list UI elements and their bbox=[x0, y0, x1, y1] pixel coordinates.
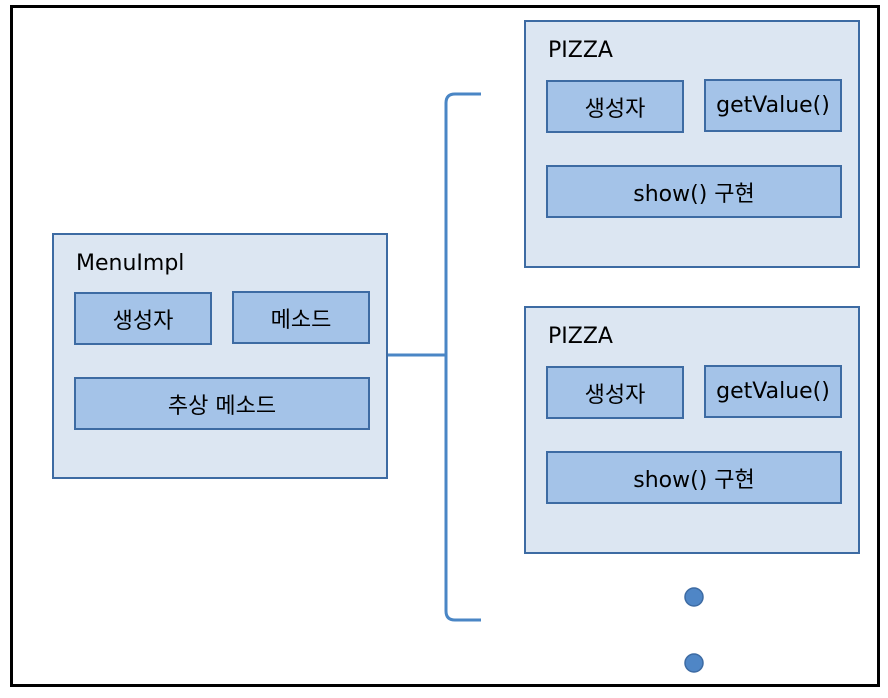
menuimpl-panel: MenuImpl bbox=[52, 233, 388, 479]
pizza-constructor-box: 생성자 bbox=[546, 366, 684, 419]
menuimpl-constructor-box: 생성자 bbox=[74, 292, 212, 345]
pizza-panel: PIZZA bbox=[524, 20, 860, 268]
pizza-getvalue-box: getValue() bbox=[704, 365, 842, 418]
menuimpl-title: MenuImpl bbox=[76, 251, 185, 276]
pizza-title: PIZZA bbox=[548, 38, 613, 63]
pizza-panel: PIZZA bbox=[524, 306, 860, 554]
menuimpl-method-box: 메소드 bbox=[232, 291, 370, 344]
pizza-show-box: show() 구현 bbox=[546, 451, 842, 504]
ellipsis-dot bbox=[684, 587, 704, 607]
bracket-line bbox=[444, 92, 481, 622]
menuimpl-abstract-method-box: 추상 메소드 bbox=[74, 377, 370, 430]
pizza-constructor-box: 생성자 bbox=[546, 80, 684, 133]
pizza-show-box: show() 구현 bbox=[546, 165, 842, 218]
pizza-getvalue-box: getValue() bbox=[704, 79, 842, 132]
pizza-title: PIZZA bbox=[548, 324, 613, 349]
ellipsis-dot bbox=[684, 653, 704, 673]
